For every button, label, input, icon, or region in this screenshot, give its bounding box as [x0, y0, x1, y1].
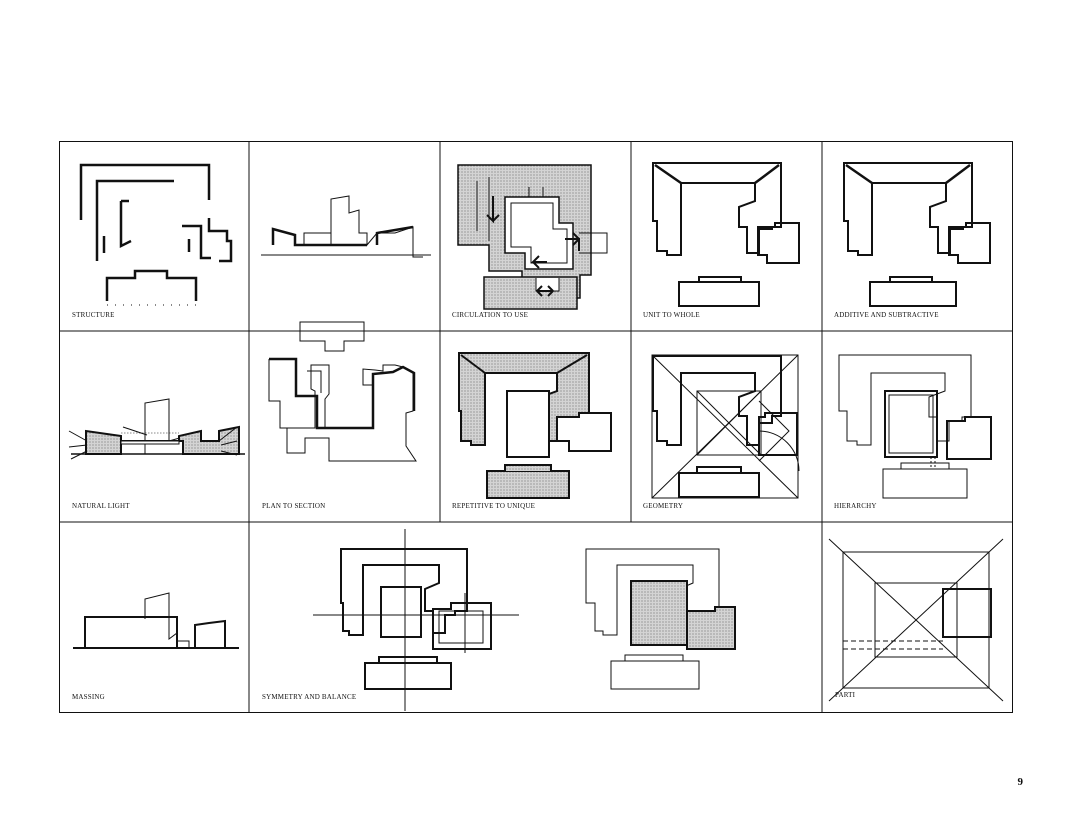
symmetry-drawing	[313, 529, 519, 711]
plan-to-section-plan	[268, 321, 417, 462]
panel-label-parti: PARTI	[835, 691, 856, 699]
panel-label-unit-to-whole: UNIT TO WHOLE	[643, 311, 700, 319]
panel-label-geometry: GEOMETRY	[643, 502, 684, 510]
repetitive-drawing	[458, 352, 612, 499]
symmetry-drawing-b	[585, 548, 736, 690]
circulation-drawing	[457, 164, 608, 310]
panel-label-natural-light: NATURAL LIGHT	[72, 502, 130, 510]
additive-drawing	[843, 162, 991, 307]
panel-label-repetitive: REPETITIVE TO UNIQUE	[452, 502, 536, 510]
panel-label-hierarchy: HIERARCHY	[834, 502, 877, 510]
panel-label-plan-to-section: PLAN TO SECTION	[262, 502, 326, 510]
panel-label-massing: MASSING	[72, 693, 105, 701]
geometry-drawing	[651, 354, 800, 499]
parti-drawing	[828, 538, 1004, 702]
structure-drawing	[79, 163, 233, 306]
panel-label-symmetry: SYMMETRY AND BALANCE	[262, 693, 357, 701]
panel-label-additive: ADDITIVE AND SUBTRACTIVE	[834, 311, 939, 319]
massing-drawing	[73, 592, 239, 649]
diagram-grid	[59, 141, 1013, 713]
diagram-board: STRUCTURE CIRCULATION TO USE UNIT TO WHO…	[59, 141, 1013, 713]
grid-lines	[59, 141, 1013, 713]
page-number: 9	[1017, 776, 1024, 788]
panel-label-circulation: CIRCULATION TO USE	[452, 311, 529, 319]
plan-to-section-section	[261, 195, 431, 258]
natural-light-drawing	[68, 398, 245, 460]
unit-to-whole-drawing	[652, 162, 800, 307]
hierarchy-drawing	[838, 354, 992, 499]
panel-label-structure: STRUCTURE	[72, 311, 115, 319]
